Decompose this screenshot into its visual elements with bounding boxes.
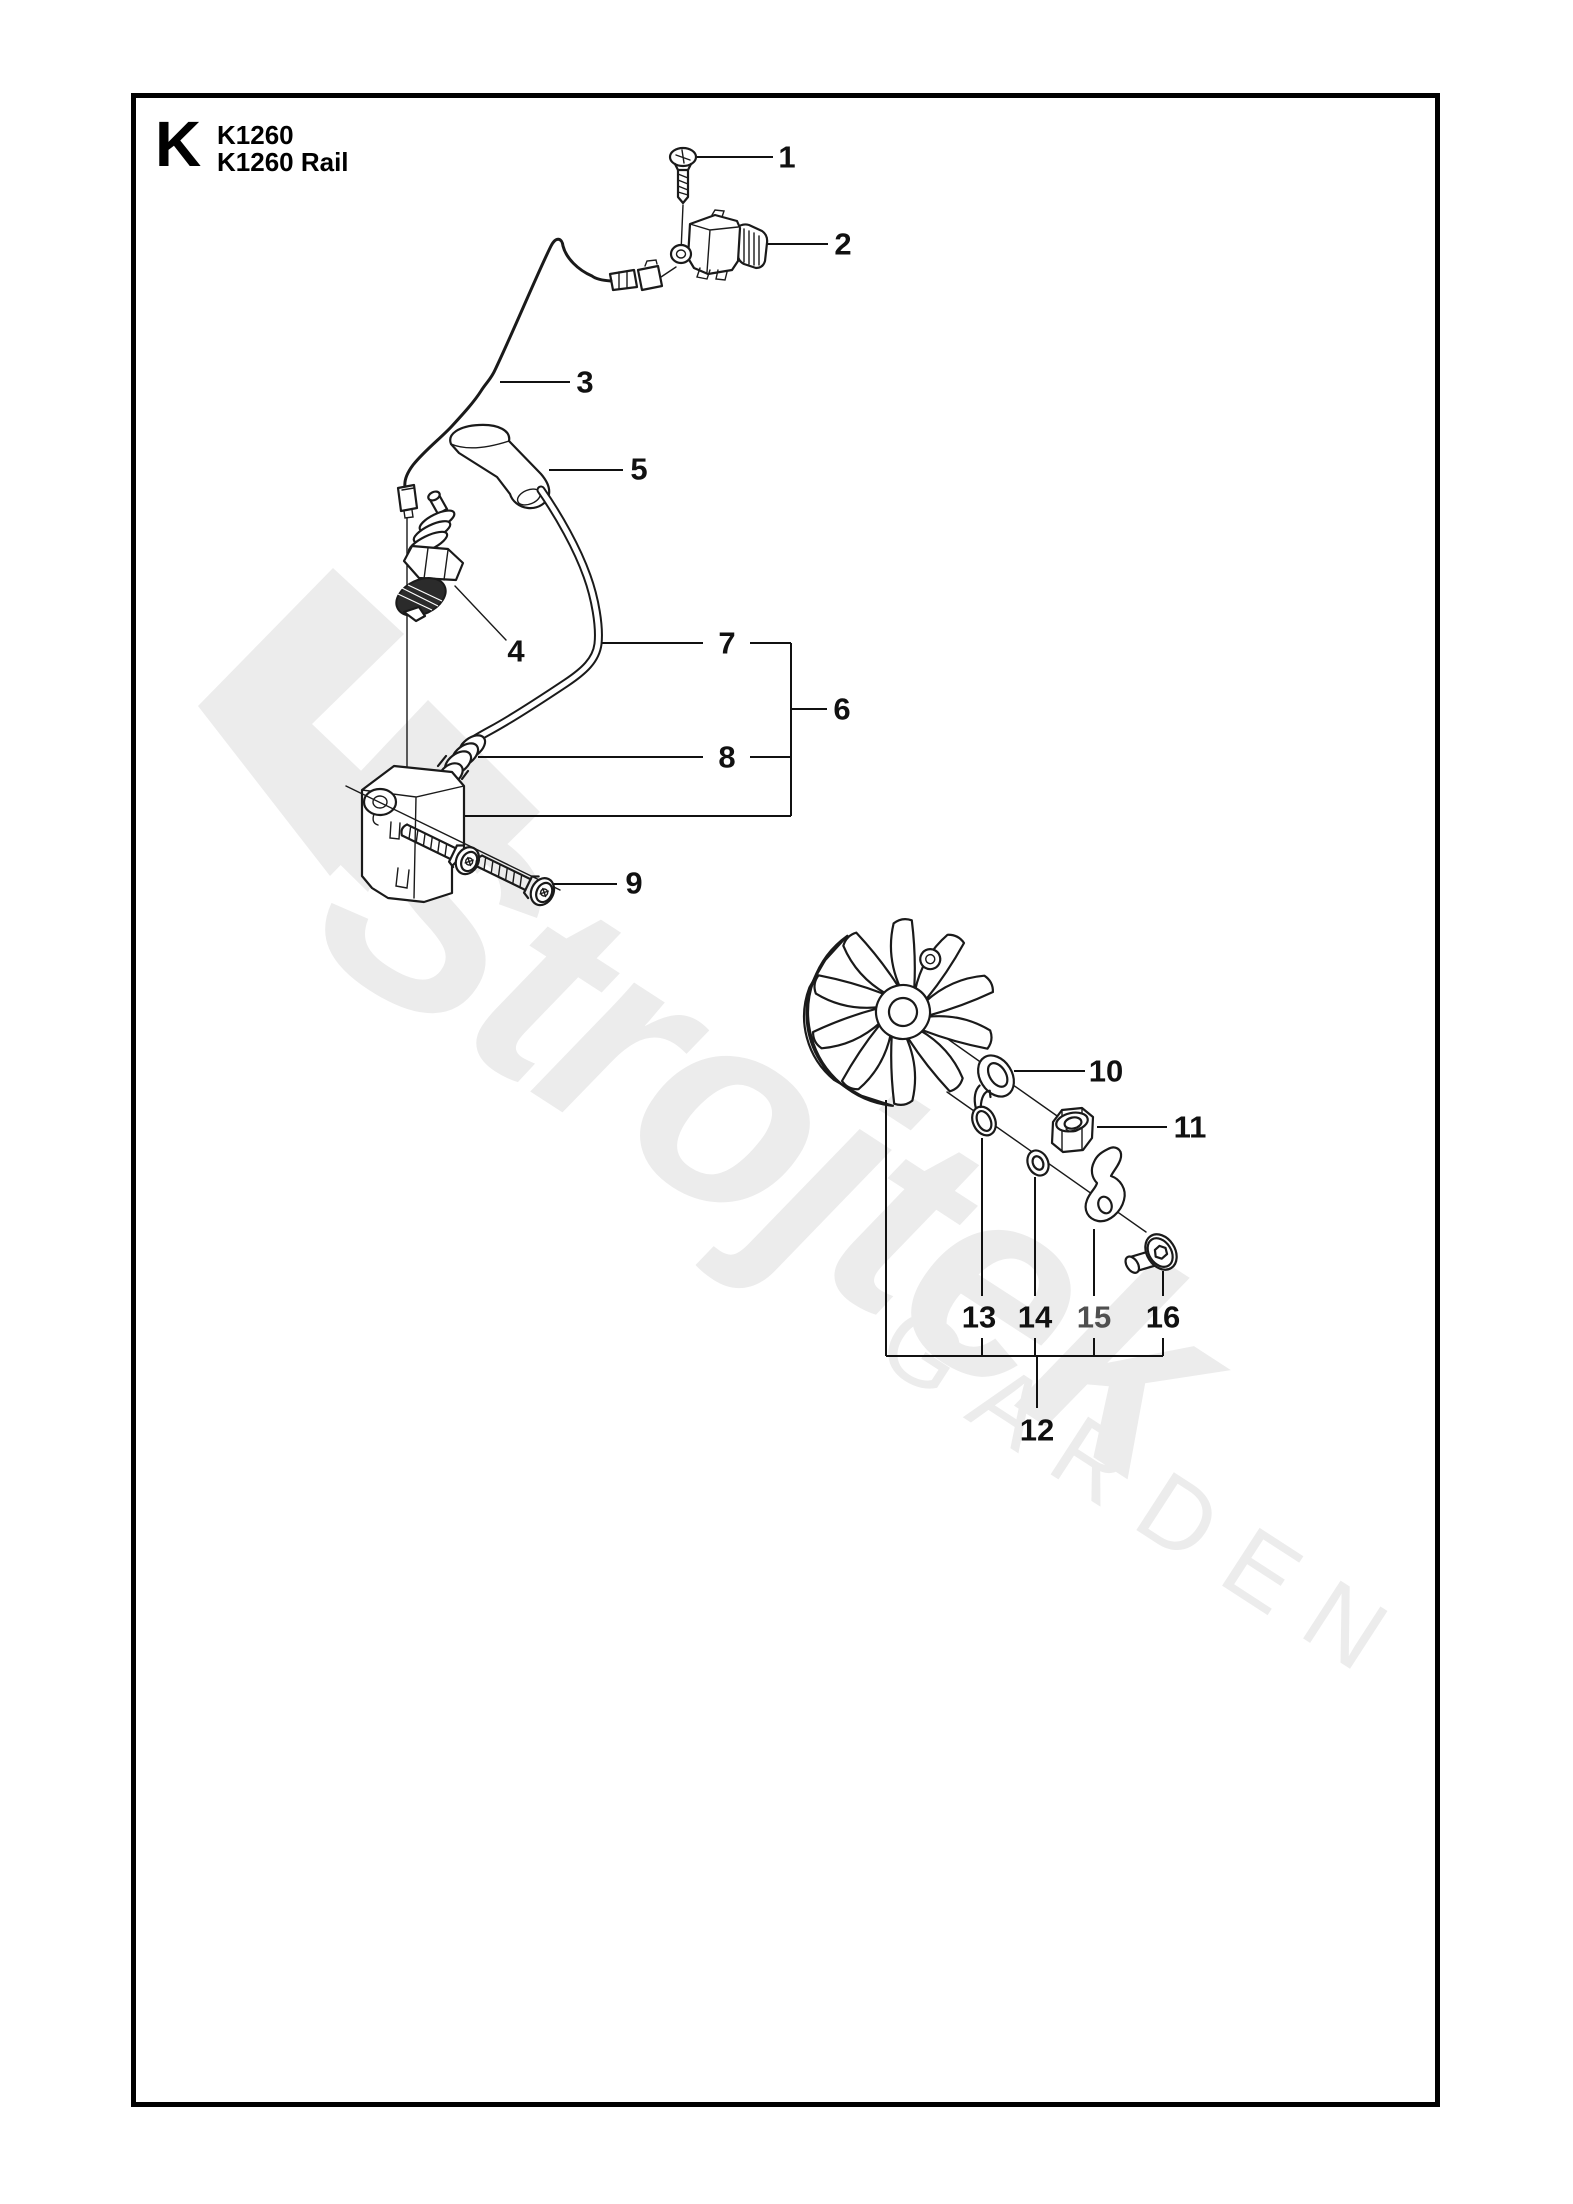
- pawl-screw-part16-drawing: [1124, 1233, 1178, 1274]
- part-label-16: 16: [1145, 1299, 1181, 1335]
- part-label-2: 2: [834, 226, 852, 262]
- part-label-7: 7: [718, 625, 736, 661]
- section-letter: K: [155, 108, 202, 180]
- starter-pawl-part15-drawing: [1084, 1146, 1126, 1223]
- spark-plug-part4-drawing: [395, 490, 465, 623]
- ignition-lead-part7-drawing: [460, 485, 603, 751]
- part-label-3: 3: [576, 364, 594, 400]
- washer-part14-drawing: [1026, 1149, 1050, 1177]
- part-label-6: 6: [833, 691, 851, 727]
- ignition-wire-part3-drawing: [396, 237, 613, 831]
- coil-module-part9-drawing: [345, 764, 561, 907]
- part-label-8: 8: [718, 739, 736, 775]
- ignition-module-part2-drawing: [608, 209, 769, 292]
- flywheel-drawing: [802, 918, 995, 1107]
- nut-part11-drawing: [1050, 1106, 1095, 1154]
- model-title: K1260: [217, 120, 294, 150]
- part-label-15: 15: [1076, 1299, 1112, 1335]
- leader-lines: [454, 156, 1167, 1408]
- part-label-1: 1: [778, 139, 796, 175]
- part-label-12: 12: [1019, 1412, 1055, 1448]
- part-label-13: 13: [961, 1299, 997, 1335]
- part-label-11: 11: [1173, 1109, 1207, 1145]
- part-label-9: 9: [625, 865, 643, 901]
- section-subtitle: K1260 Rail: [217, 147, 349, 177]
- part-label-14: 14: [1017, 1299, 1053, 1335]
- part-label-4: 4: [507, 633, 525, 669]
- part-label-5: 5: [630, 451, 648, 487]
- washer-part10-drawing: [977, 1054, 1015, 1098]
- screw-part1-drawing: [668, 146, 698, 253]
- part-label-10: 10: [1088, 1053, 1124, 1089]
- diagram-border-frame: [131, 93, 1440, 2107]
- spark-plug-boot-part5-drawing: [449, 423, 551, 510]
- pawl-spring-part13-drawing: [971, 1084, 997, 1137]
